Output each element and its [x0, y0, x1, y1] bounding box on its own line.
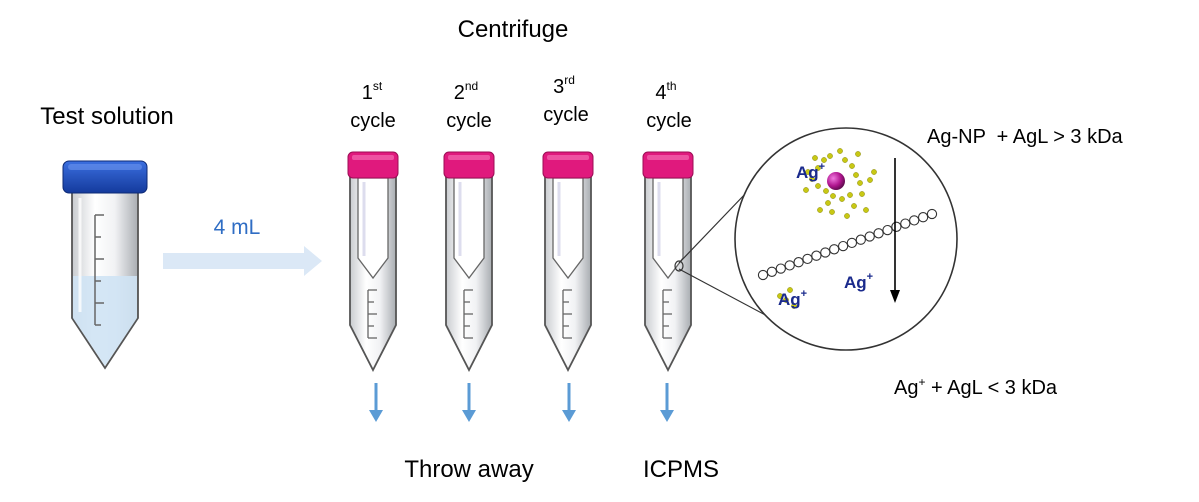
membrane-pore	[909, 215, 920, 226]
membrane-pore	[882, 224, 893, 236]
cycle-2-number: 2nd	[454, 79, 478, 104]
ligand-particle	[827, 153, 833, 159]
cycle-4-word: cycle	[646, 110, 692, 132]
cycle-1-number: 1st	[362, 79, 383, 104]
graduation-marks	[463, 289, 473, 339]
ligand-particle	[851, 203, 857, 209]
ligand-particle	[857, 180, 863, 186]
cycle-labels: 1st cycle 2nd cycle 3rd cycle 4th cycle	[350, 73, 692, 132]
filtrate-fraction-label: Ag+ + AgL < 3 kDa	[894, 375, 1058, 399]
membrane-pore	[926, 208, 938, 220]
membrane-pore	[766, 266, 778, 277]
ligand-particle	[783, 297, 789, 303]
ag-ion-label-top: Ag+	[796, 161, 825, 182]
ligand-particle	[809, 176, 815, 182]
graduation-marks	[662, 289, 672, 339]
ag-ion-label-bottom: Ag+	[778, 288, 807, 309]
membrane-pore	[829, 244, 840, 255]
ligand-particle	[817, 207, 823, 213]
centrifuge-tube-4	[642, 151, 694, 372]
membrane-pore	[864, 231, 875, 242]
down-arrow-1	[369, 383, 383, 422]
membrane-pore	[855, 234, 866, 245]
icpms-label: ICPMS	[643, 456, 719, 483]
membrane-pore	[811, 250, 822, 261]
membrane-pore	[837, 240, 849, 252]
ag-ion-label-right: Ag+	[844, 271, 873, 292]
ligand-particle	[777, 293, 783, 299]
membrane-pore	[784, 260, 795, 271]
ligand-particle	[849, 163, 855, 169]
ligand-particle	[791, 303, 797, 309]
ligand-particle	[859, 191, 865, 197]
ligand-particle	[853, 172, 859, 178]
retained-fraction-label: Ag-NP + AgL > 3 kDa	[927, 126, 1124, 148]
ligand-particle	[787, 287, 793, 293]
membrane-pore	[820, 247, 831, 258]
membrane-pore	[891, 221, 902, 232]
centrifuge-tube-1	[347, 151, 399, 372]
test-solution-tube	[62, 160, 148, 370]
ligand-particle	[842, 157, 848, 163]
ligand-particle	[812, 155, 818, 161]
transfer-arrow	[163, 246, 322, 276]
cycle-3-number: 3rd	[553, 73, 575, 98]
ligand-particle	[830, 193, 836, 199]
membrane-pore	[846, 237, 858, 249]
cycle-3-word: cycle	[543, 104, 589, 126]
ligand-particle	[829, 209, 835, 215]
ligand-particle	[855, 151, 861, 157]
transfer-volume-label: 4 mL	[214, 216, 261, 239]
ligand-particle	[815, 165, 821, 171]
membrane-pore	[873, 228, 884, 239]
ligand-particle	[839, 196, 845, 202]
throw-away-label: Throw away	[404, 456, 533, 483]
membrane-pore	[757, 269, 769, 281]
membrane-pore	[793, 257, 804, 268]
ligand-particles	[777, 148, 877, 309]
graduation-marks	[562, 289, 572, 339]
ligand-particle	[867, 177, 873, 183]
ligand-particle	[805, 169, 811, 175]
ligand-particle	[821, 157, 827, 163]
ligand-particle	[847, 192, 853, 198]
filter-membrane-inset: Ag+ Ag+ Ag+	[734, 127, 958, 351]
membrane-pore	[900, 218, 911, 229]
cycle-2-word: cycle	[446, 110, 492, 132]
centrifuge-tube-2	[443, 151, 495, 372]
centrifuge-title: Centrifuge	[458, 16, 569, 43]
cycle-1-word: cycle	[350, 110, 396, 132]
down-arrow-2	[462, 383, 476, 422]
down-arrow-4	[660, 383, 674, 422]
down-arrow-3	[562, 383, 576, 422]
ligand-particle	[844, 213, 850, 219]
ligand-particle	[871, 169, 877, 175]
cycle-4-number: 4th	[655, 79, 676, 104]
ligand-particle	[823, 188, 829, 194]
ligand-particle	[837, 148, 843, 154]
membrane-pore	[775, 263, 786, 274]
ligand-particle	[825, 200, 831, 206]
ligand-particle	[803, 187, 809, 193]
liquid-fill	[73, 276, 137, 366]
test-solution-label: Test solution	[40, 103, 173, 130]
membrane-pore	[802, 253, 813, 265]
centrifuge-tube-3	[542, 151, 594, 372]
filter-membrane	[757, 208, 938, 281]
graduation-marks	[94, 214, 104, 326]
silver-nanoparticle	[827, 172, 845, 190]
ligand-particle	[863, 207, 869, 213]
graduation-marks	[367, 289, 377, 339]
membrane-pore	[917, 212, 929, 223]
ligand-particle	[815, 183, 821, 189]
zoom-spot	[674, 260, 684, 272]
down-arrows	[369, 383, 674, 422]
